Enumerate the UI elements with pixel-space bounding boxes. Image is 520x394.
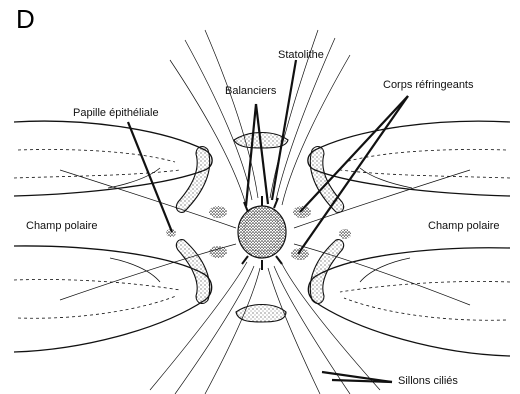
label-champ-polaire-left: Champ polaire — [26, 221, 98, 232]
label-corps-refringeants: Corps réfringeants — [383, 80, 474, 91]
polar-field-left — [14, 121, 212, 352]
leader-papille — [128, 122, 172, 232]
label-statolithe: Statolithe — [278, 50, 324, 61]
label-sillons-cilies: Sillons ciliés — [398, 376, 458, 387]
leader-balanciers-b — [256, 104, 268, 204]
refringent-body-lower-left — [176, 240, 209, 304]
leader-statolithe — [272, 60, 296, 200]
label-champ-polaire-right: Champ polaire — [428, 221, 500, 232]
label-balanciers: Balanciers — [225, 86, 276, 97]
statolith — [238, 196, 286, 270]
polar-field-right — [308, 121, 510, 356]
leader-balanciers-a — [246, 104, 256, 206]
label-papille-epitheliale: Papille épithéliale — [73, 108, 159, 119]
refringent-body-upper-left — [176, 147, 209, 213]
refringent-body-bottom — [236, 305, 286, 323]
refringent-body-upper-right — [310, 147, 343, 213]
refringent-body-lower-right — [310, 240, 343, 304]
panel-letter: D — [16, 6, 35, 32]
